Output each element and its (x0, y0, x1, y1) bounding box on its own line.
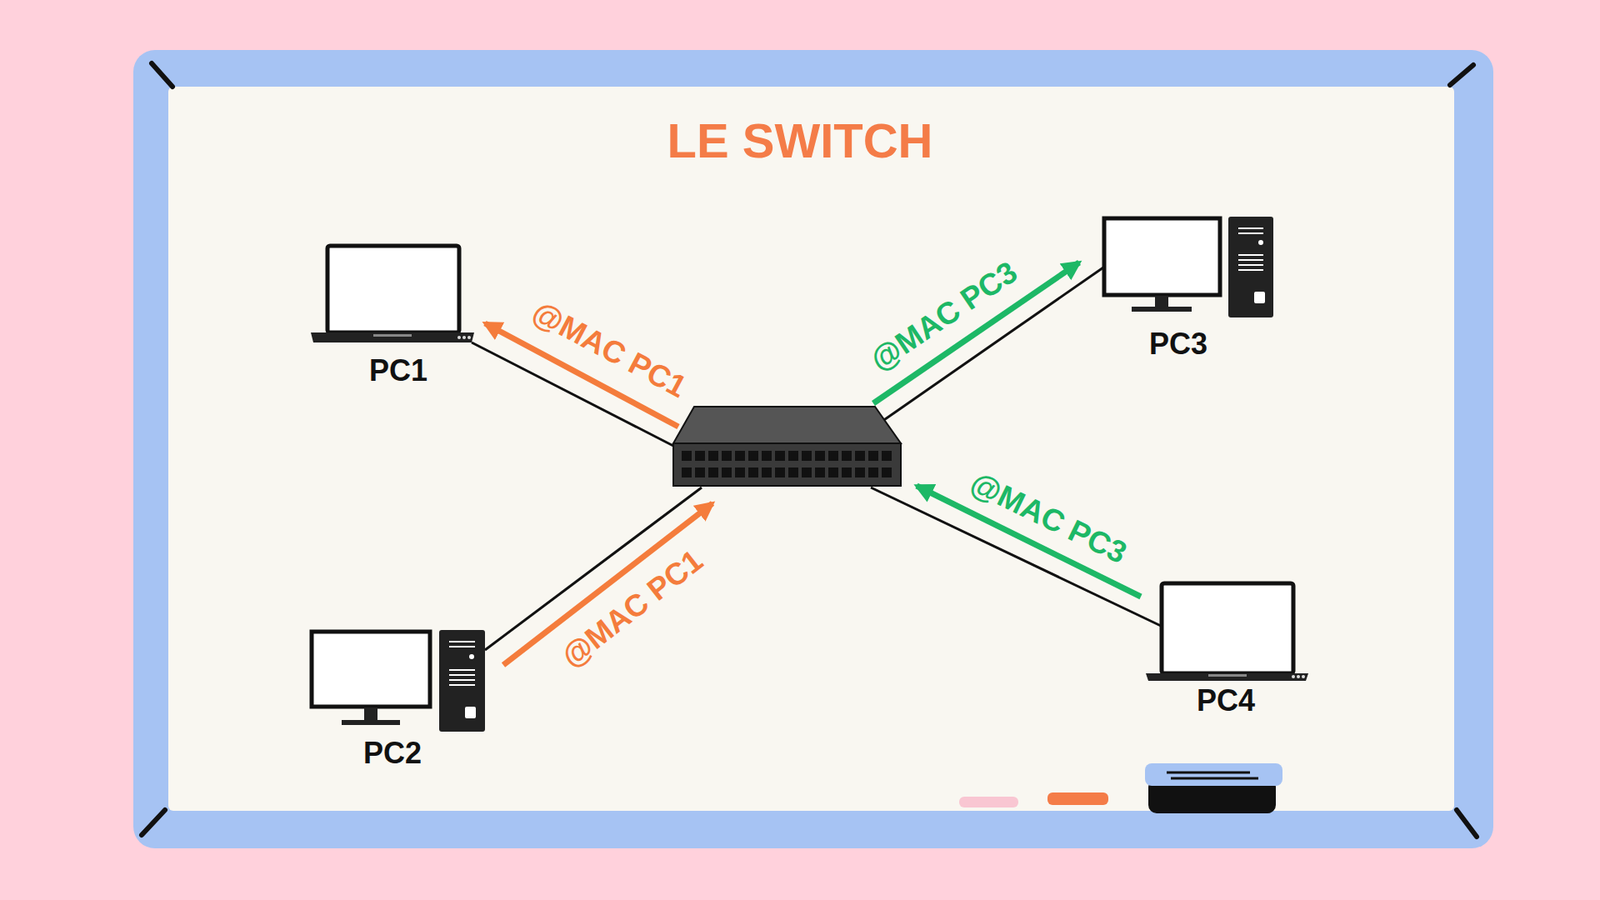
desktop-icon (311, 630, 485, 732)
computer-label: PC1 (369, 353, 428, 388)
corner-marks (141, 63, 1477, 837)
laptop-icon (310, 245, 475, 343)
frame-arrows (485, 262, 1141, 665)
computer-label: PC2 (363, 735, 422, 770)
mac-address-label: @MAC PC1 (555, 543, 710, 675)
computer-label: PC4 (1196, 683, 1255, 718)
board-frame (133, 50, 1494, 849)
mac-address-label: @MAC PC1 (526, 295, 693, 406)
computer-node: PC4 (1137, 576, 1317, 720)
mac-address-label: @MAC PC3 (864, 255, 1025, 380)
computer-node: PC1 (308, 240, 484, 392)
computer-node: PC3 (1091, 210, 1284, 365)
laptop-icon (1145, 583, 1309, 681)
board-surface (168, 86, 1455, 811)
computer-label: PC3 (1149, 326, 1208, 361)
pink-marker (959, 796, 1019, 808)
network-cables (471, 267, 1161, 650)
desktop-icon (1104, 216, 1274, 318)
board-title: LE SWITCH (0, 113, 1600, 170)
board-eraser (1145, 763, 1283, 814)
mac-address-label: @MAC PC3 (965, 465, 1133, 571)
switch-symbol (673, 406, 901, 486)
computer-node: PC2 (300, 623, 494, 774)
orange-marker (1047, 792, 1109, 805)
